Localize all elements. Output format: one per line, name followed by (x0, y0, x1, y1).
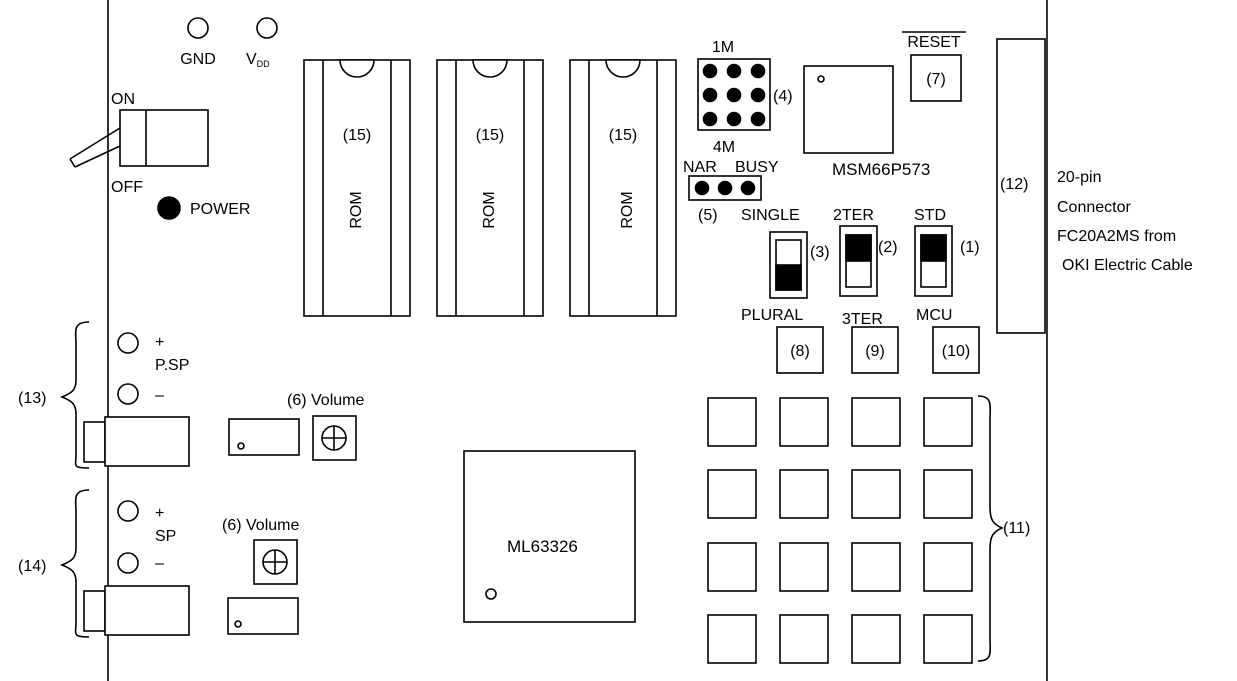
reset-button: RESET (7) (902, 31, 966, 102)
sp-plus: + (155, 505, 164, 522)
plural-label: PLURAL (741, 307, 803, 324)
mcu-label: MCU (916, 307, 952, 324)
mcu-chip-label: MSM66P573 (832, 160, 930, 179)
rom-socket-2-label: ROM (481, 191, 498, 228)
volume-bottom-label: (6) Volume (222, 517, 299, 534)
sp-output-section: (14) + SP – (6) Volume (18, 489, 299, 638)
keypad-number: (11) (1003, 520, 1030, 537)
board-outline (107, 0, 1048, 681)
reset-number: (7) (926, 71, 946, 88)
psp-label: P.SP (155, 357, 189, 374)
rom-socket-1: (15) ROM (303, 59, 411, 317)
gnd-label: GND (180, 51, 216, 68)
connector-number: (12) (1000, 176, 1028, 193)
button-8-label: (8) (790, 343, 810, 360)
jumper-1m-label: 1M (712, 39, 734, 56)
busy-label: BUSY (735, 159, 779, 176)
nar-busy-jumper: NAR BUSY (5) (683, 159, 779, 224)
button-10-label: (10) (942, 343, 970, 360)
rom-socket-1-number: (15) (343, 127, 371, 144)
sp-minus: – (155, 555, 164, 572)
button-10: (10) (932, 326, 980, 374)
switch-1-number: (1) (960, 239, 980, 256)
power-led: POWER (157, 196, 250, 220)
rom-socket-3-number: (15) (609, 127, 637, 144)
power-switch: ON OFF (69, 91, 209, 196)
connector-desc-line-1: 20-pin (1057, 169, 1101, 186)
button-9: (9) (851, 326, 899, 374)
keypad-grid: (11) (707, 395, 1030, 664)
std-label: STD (914, 207, 946, 224)
2ter-label: 2TER (833, 207, 874, 224)
rom-socket-3-label: ROM (619, 191, 636, 228)
volume-top-label: (6) Volume (287, 392, 364, 409)
connector-desc-line-4: OKI Electric Cable (1062, 257, 1193, 274)
std-mcu-switch: STD (1) MCU (914, 207, 980, 324)
sp-number: (14) (18, 558, 46, 575)
psp-plus: + (155, 334, 164, 351)
single-plural-switch: SINGLE (3) PLURAL (741, 207, 830, 324)
synth-chip: ML63326 (463, 450, 636, 623)
on-label: ON (111, 91, 135, 108)
psp-number: (13) (18, 390, 46, 407)
vdd-test-point: VDD (246, 17, 278, 69)
3ter-label: 3TER (842, 311, 883, 328)
nar-label: NAR (683, 159, 717, 176)
power-label: POWER (190, 201, 250, 218)
single-label: SINGLE (741, 207, 800, 224)
rom-socket-2-number: (15) (476, 127, 504, 144)
memory-jumper-block: 1M (4) 4M (697, 39, 793, 156)
rom-socket-3: (15) ROM (569, 59, 677, 317)
connector-20pin: (12) 20-pin Connector FC20A2MS from OKI … (996, 38, 1193, 334)
switch-2-number: (2) (878, 239, 898, 256)
rom-socket-1-label: ROM (348, 191, 365, 228)
mcu-chip: MSM66P573 (803, 65, 930, 179)
jumper-5-number: (5) (698, 207, 718, 224)
off-label: OFF (111, 179, 143, 196)
jumper-4-number: (4) (773, 88, 793, 105)
button-9-label: (9) (865, 343, 885, 360)
switch-3-number: (3) (810, 244, 830, 261)
connector-desc-line-2: Connector (1057, 199, 1131, 216)
rom-socket-2: (15) ROM (436, 59, 544, 317)
jumper-4m-label: 4M (713, 139, 735, 156)
psp-minus: – (155, 387, 164, 404)
reset-label: RESET (907, 34, 961, 51)
synth-chip-label: ML63326 (507, 537, 578, 556)
vdd-label: VDD (246, 51, 270, 69)
connector-desc-line-3: FC20A2MS from (1057, 228, 1176, 245)
sp-label: SP (155, 528, 176, 545)
gnd-test-point: GND (180, 17, 216, 68)
psp-output-section: (13) + P.SP – (6) Volume (18, 321, 364, 469)
button-8: (8) (776, 326, 824, 374)
ter-switch: 2TER (2) 3TER (833, 207, 898, 328)
